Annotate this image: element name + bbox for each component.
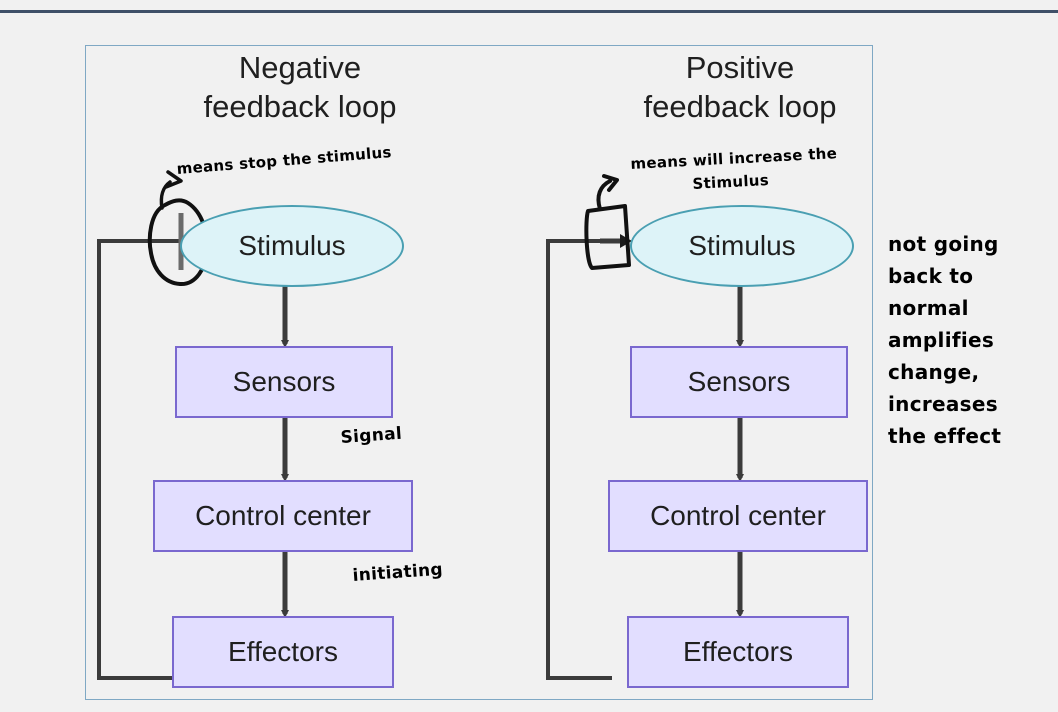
negative-node-stimulus[interactable]: Stimulus	[180, 205, 404, 287]
negative-node-control-center-label: Control center	[195, 500, 371, 531]
positive-node-sensors[interactable]: Sensors	[630, 346, 848, 418]
annotation-positive-terminator: means will increase the Stimulus	[630, 144, 870, 193]
positive-node-sensors-label: Sensors	[687, 366, 791, 397]
column-title-negative: Negative feedback loop	[203, 50, 397, 124]
annotation-positive-terminator-line2: Stimulus	[692, 170, 770, 193]
positive-node-effectors-label: Effectors	[683, 636, 793, 667]
positive-node-stimulus[interactable]: Stimulus	[630, 205, 854, 287]
positive-node-control-center-label: Control center	[650, 500, 826, 531]
positive-node-effectors[interactable]: Effectors	[627, 616, 849, 688]
negative-node-stimulus-label: Stimulus	[238, 230, 346, 261]
top-rule-divider	[0, 10, 1058, 13]
negative-node-effectors[interactable]: Effectors	[172, 616, 394, 688]
annotation-margin-note: not going back to normal amplifies chang…	[888, 232, 1002, 448]
negative-terminator-circle-ink	[147, 170, 210, 286]
positive-node-stimulus-label: Stimulus	[688, 230, 796, 261]
positive-node-control-center[interactable]: Control center	[608, 480, 868, 552]
positive-feedback-path	[546, 234, 632, 680]
negative-node-control-center[interactable]: Control center	[153, 480, 413, 552]
negative-node-sensors[interactable]: Sensors	[175, 346, 393, 418]
annotation-signal: Signal	[340, 423, 403, 448]
column-title-positive: Positive feedback loop	[643, 50, 837, 124]
positive-terminator-box-ink	[584, 174, 631, 270]
negative-node-effectors-label: Effectors	[228, 636, 338, 667]
negative-node-sensors-label: Sensors	[232, 366, 336, 397]
